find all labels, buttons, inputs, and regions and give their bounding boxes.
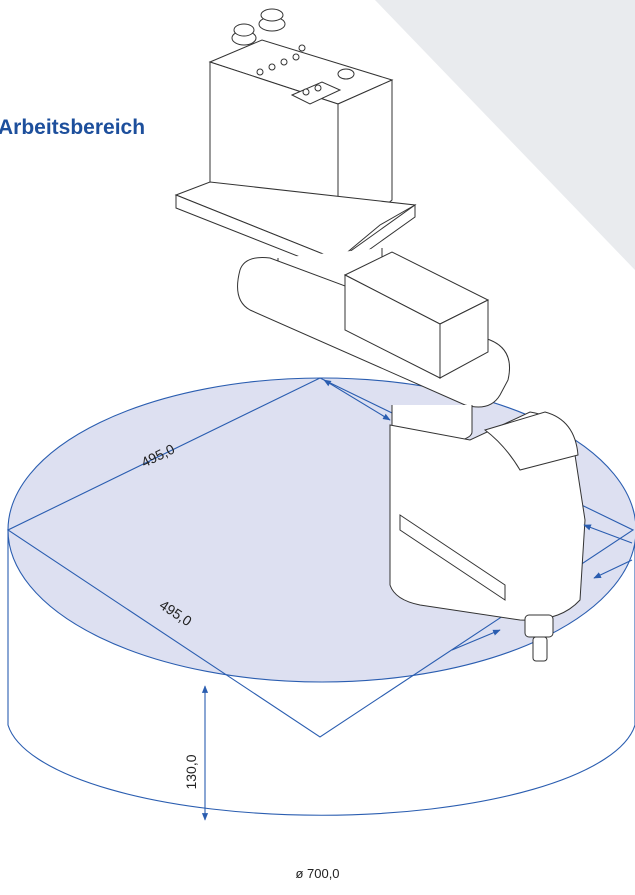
connector-icon	[337, 68, 355, 80]
background-panel	[375, 0, 635, 270]
diameter-label: ø 700,0	[295, 866, 340, 881]
end-effector	[524, 614, 554, 638]
leader-arrow-inner	[323, 379, 391, 421]
arm-bracket	[399, 514, 506, 601]
leader-arrow-right	[583, 524, 633, 544]
scara-robot	[174, 8, 586, 662]
dimension-label-height: 130,0	[183, 754, 199, 789]
section-heading: Arbeitsbereich	[0, 116, 146, 139]
